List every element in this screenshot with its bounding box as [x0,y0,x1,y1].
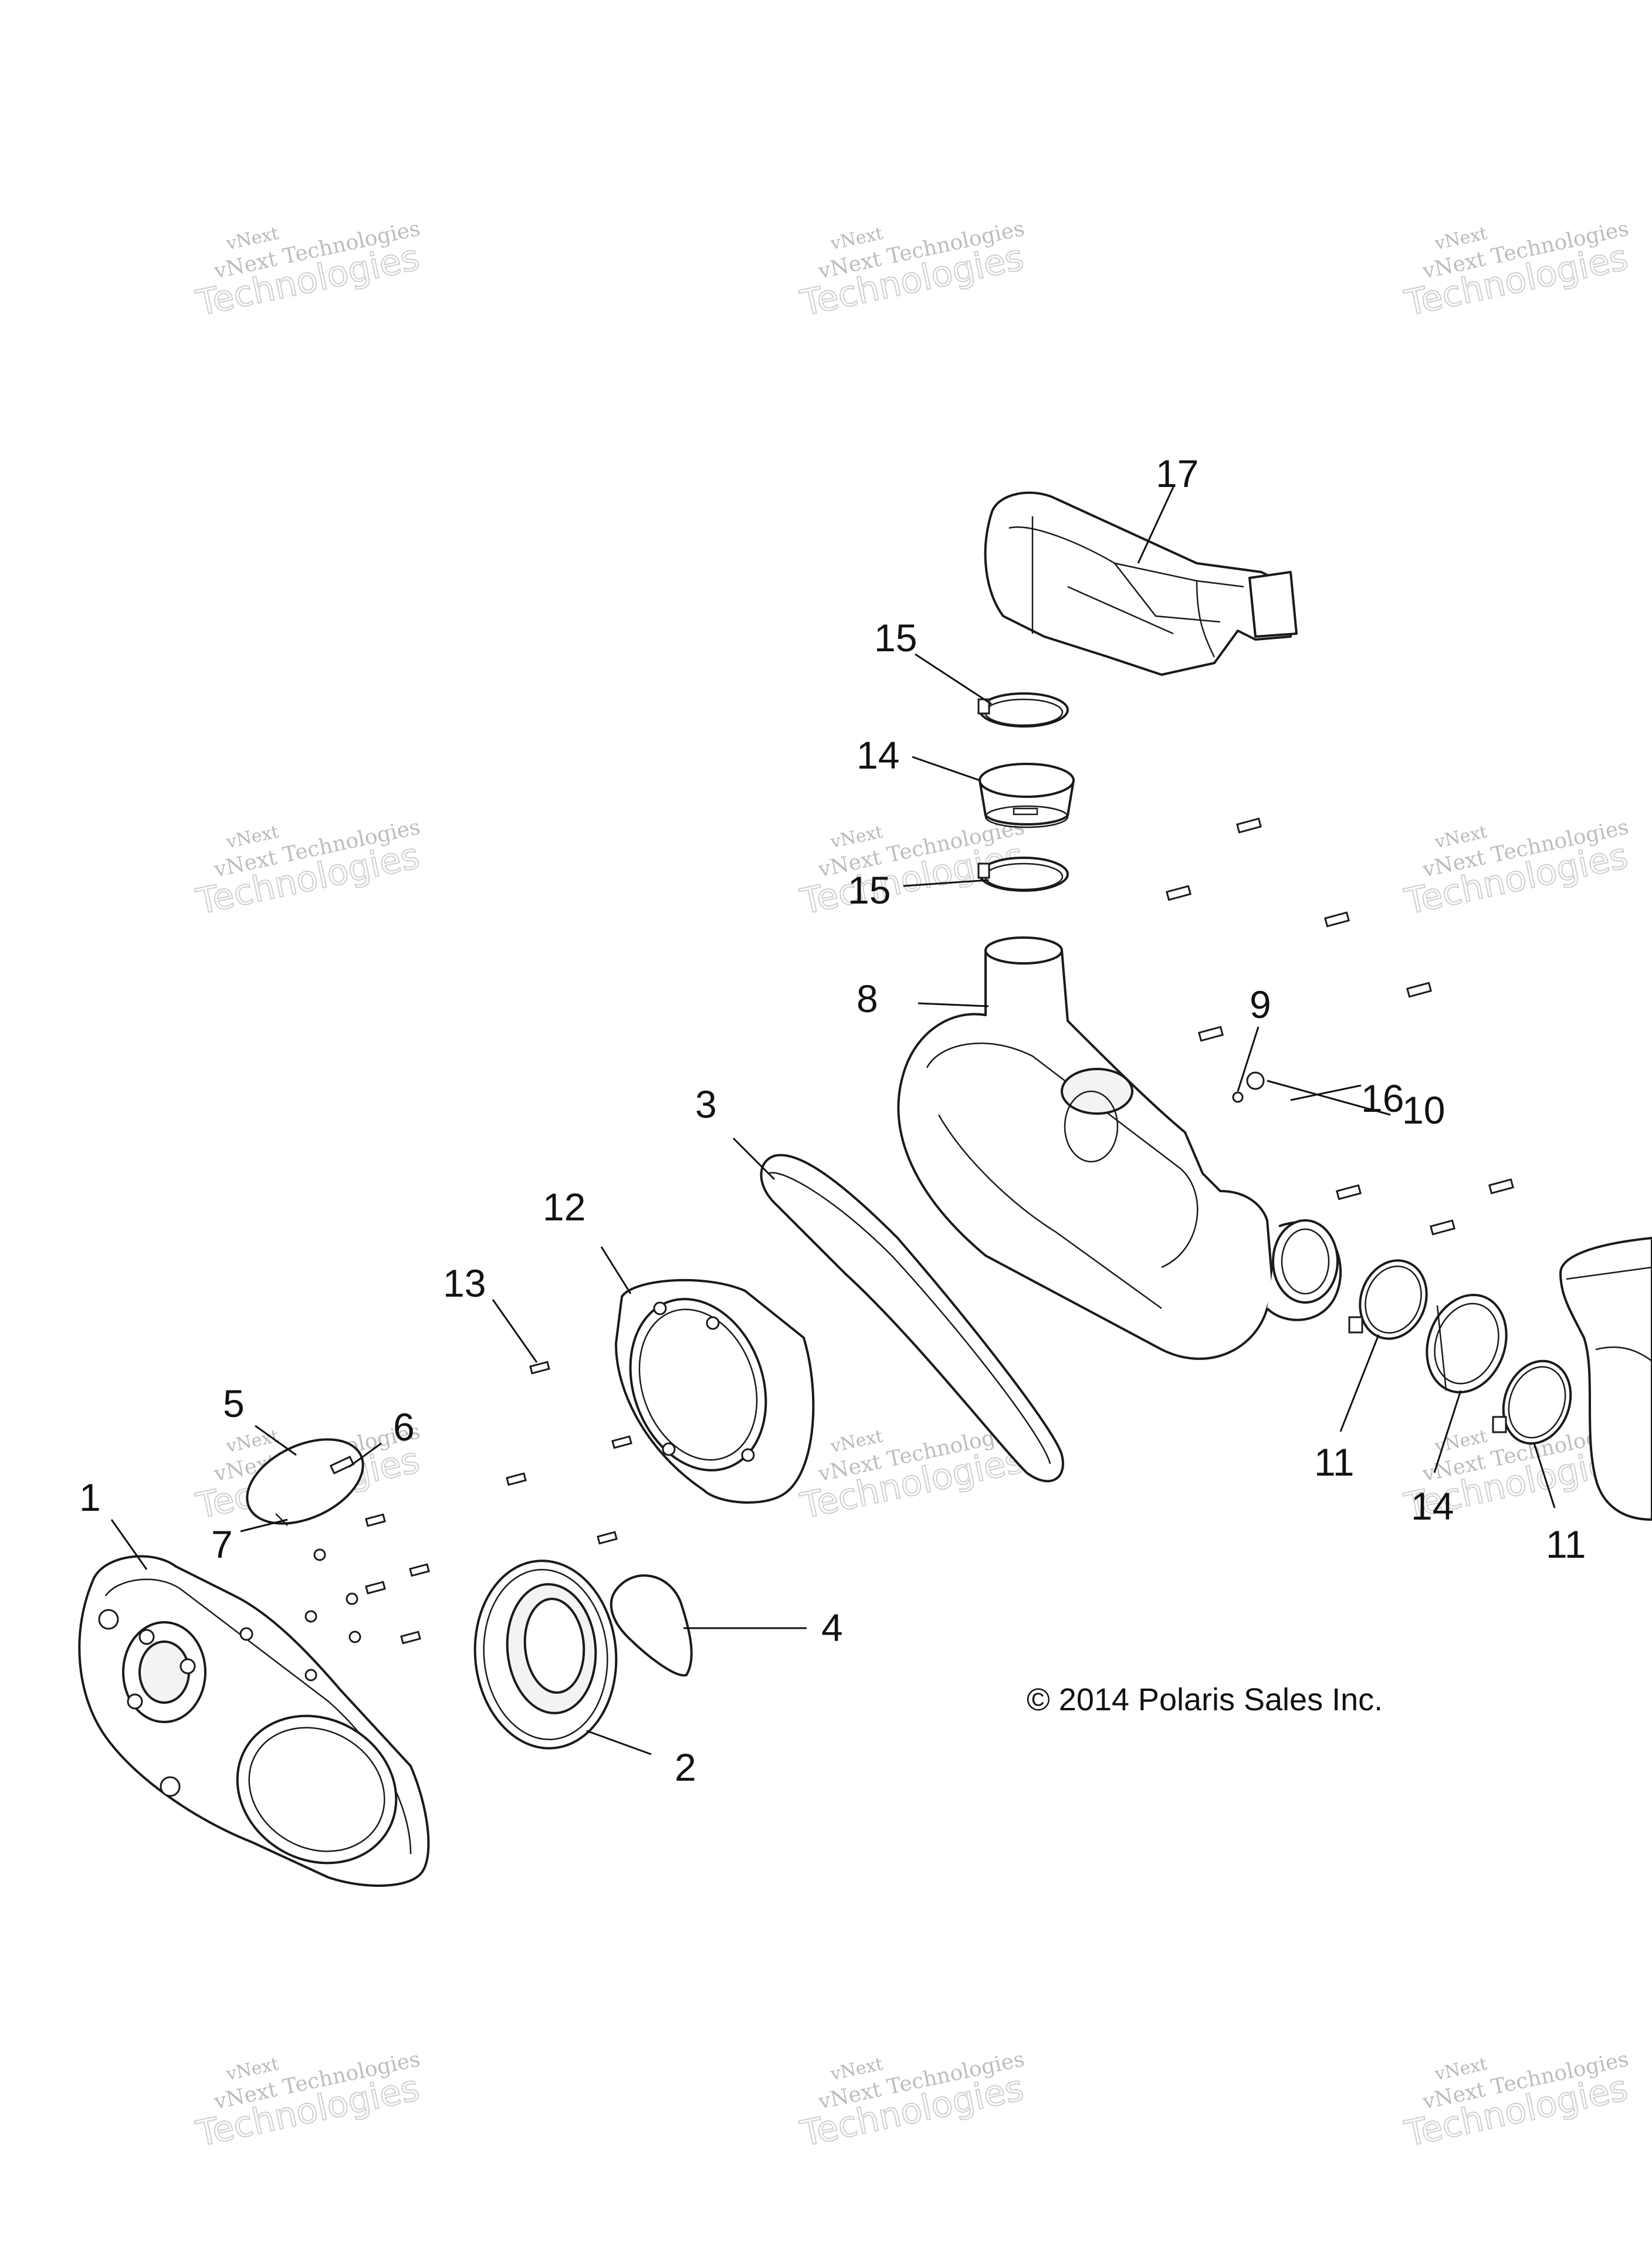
watermark: vNext vNext Technologies Technologies [192,216,424,325]
part-coupler-upper [979,763,1075,828]
watermark: vNext vNext Technologies Technologies [796,2047,1028,2156]
part-exhaust-duct [1559,1237,1652,1521]
callout-label: 8 [857,977,878,1020]
part-bearing-plate [615,1278,815,1504]
watermark: vNext vNext Technologies Technologies [1400,2047,1632,2156]
watermark: vNext vNext Technologies Technologies [796,216,1028,325]
callout-label: 11 [1314,1440,1355,1484]
callout-label: 16 [1361,1077,1404,1120]
part-gasket [610,1574,693,1677]
callout-label: 5 [223,1382,245,1425]
callout-label: 7 [211,1523,233,1566]
leader-lines [110,486,1556,1755]
callout-label: 2 [675,1745,696,1789]
watermark: vNext vNext Technologies Technologies [1400,815,1632,923]
callout-label: 4 [821,1606,843,1649]
callout-label: 15 [874,616,917,659]
part-access-cover [246,1438,364,1526]
part-clamp-right-1 [1348,1259,1428,1340]
callout-label: 15 [848,868,891,912]
callout-label: 13 [443,1261,486,1305]
copyright-text: © 2014 Polaris Sales Inc. [1027,1682,1383,1717]
part-clamp-right-2 [1492,1359,1572,1445]
part-outer-clutch-cover [78,1555,430,1887]
callouts: 1 2 3 4 5 6 7 8 9 10 11 11 12 13 14 14 1… [79,452,1586,1789]
part-clamp-lower [977,857,1069,892]
fasteners [304,817,1515,1682]
watermark: vNext vNext Technologies Technologies [192,815,424,923]
part-coupler-right [1426,1294,1508,1393]
part-seal [473,1559,618,1750]
part-drive-belt [760,1153,1064,1483]
part-inner-clutch-cover [897,936,1342,1360]
callout-label: 9 [1250,983,1271,1026]
callout-label: 12 [543,1185,585,1229]
callout-label: 11 [1546,1523,1586,1566]
part-clamp-upper [977,692,1069,728]
callout-label: 1 [79,1476,101,1519]
callout-label: 14 [1411,1484,1454,1528]
watermark: vNext vNext Technologies Technologies [1400,216,1632,325]
callout-label: 17 [1156,452,1199,495]
callout-label: 14 [857,733,899,777]
callout-label: 10 [1402,1088,1445,1132]
callout-label: 6 [393,1405,415,1449]
part-intake-duct [984,491,1298,676]
callout-label: 3 [695,1082,717,1126]
watermark: vNext vNext Technologies Technologies [192,2047,424,2156]
